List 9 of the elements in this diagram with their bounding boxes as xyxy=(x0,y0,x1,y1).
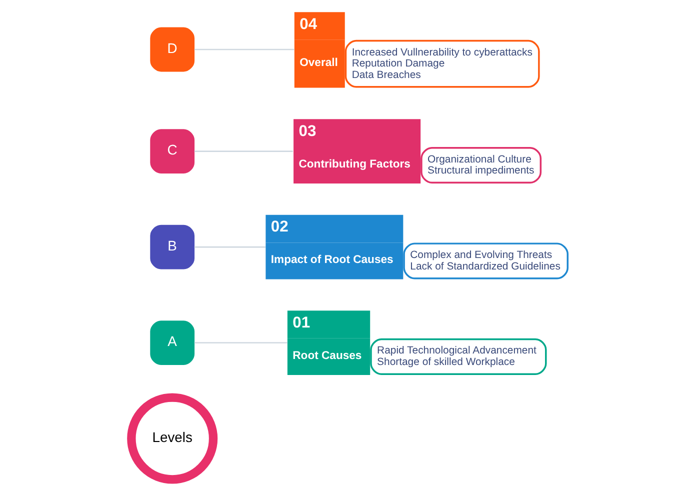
node-box: A xyxy=(150,320,195,365)
connector xyxy=(194,342,288,344)
connector xyxy=(194,150,293,152)
node-box: D xyxy=(150,27,195,72)
connector xyxy=(194,246,266,248)
node-box: C xyxy=(150,129,195,174)
connector xyxy=(194,48,294,50)
node-box: B xyxy=(150,224,195,270)
node-circle: Levels xyxy=(127,393,218,484)
